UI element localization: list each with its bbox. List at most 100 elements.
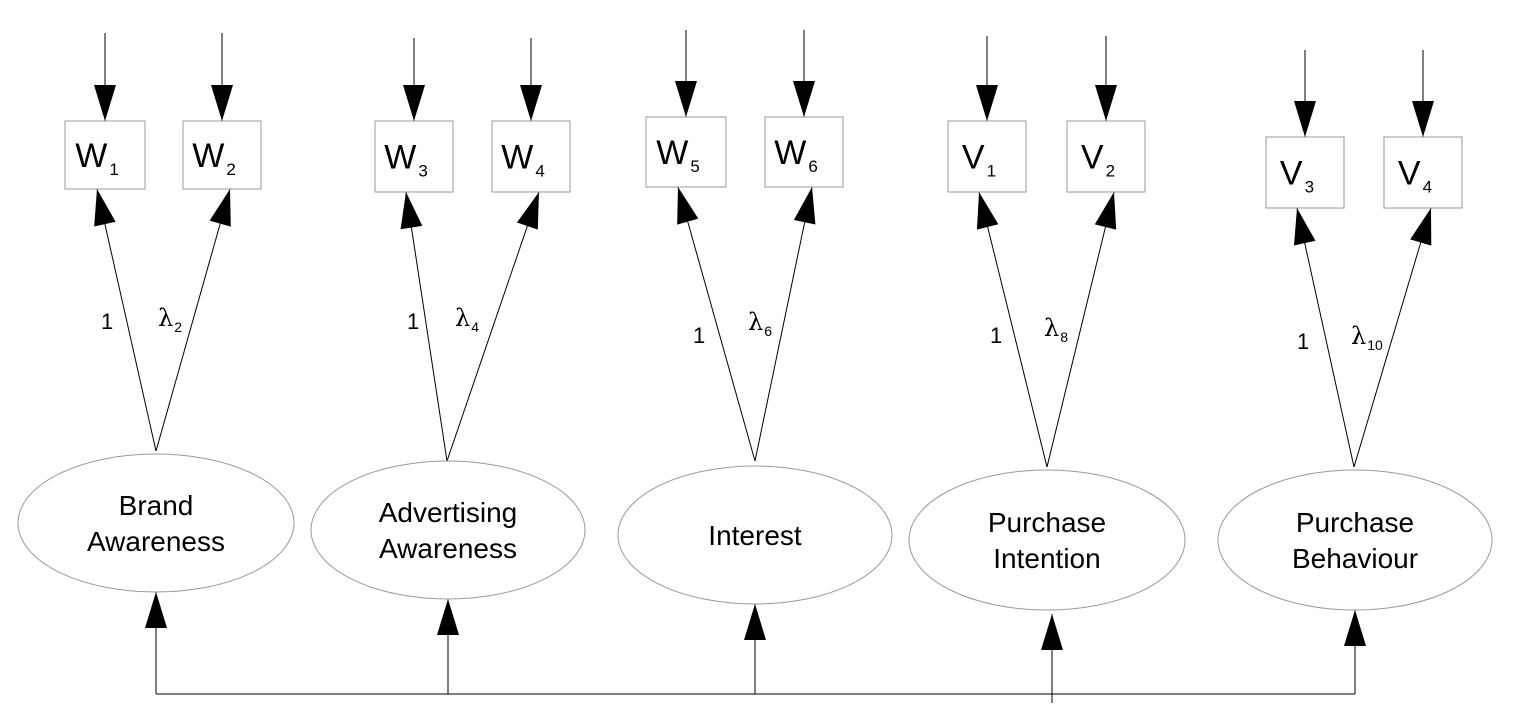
indicator-box-9 <box>1265 136 1345 209</box>
lambda-subscript: 6 <box>764 323 772 339</box>
lambda-subscript: 10 <box>1367 337 1383 353</box>
loading-line-6 <box>754 186 813 462</box>
indicator-box-6 <box>764 116 844 188</box>
loading-arrowhead-3 <box>400 192 423 230</box>
indicator-subscript: 2 <box>1106 162 1115 181</box>
lambda-subscript: 4 <box>471 319 479 335</box>
fixed-loading-label: 1 <box>990 323 1002 348</box>
indicator-box-3 <box>374 120 454 193</box>
loading-line-7 <box>978 191 1048 468</box>
indicator-box-7 <box>947 120 1027 193</box>
loading-line-10 <box>1353 207 1432 468</box>
indicator-subscript: 6 <box>808 157 817 176</box>
bus-arrowhead-2 <box>437 599 459 635</box>
indicator-letter: W <box>75 137 107 175</box>
error-arrowhead-4 <box>520 85 542 121</box>
error-arrowhead-10 <box>1412 101 1434 137</box>
indicator-letter: V <box>1398 155 1421 193</box>
lambda-subscript: 2 <box>174 319 182 335</box>
latent-label-line1: Purchase <box>988 507 1106 538</box>
latent-label-line2: Awareness <box>379 533 517 564</box>
lambda-symbol: λ <box>455 304 470 332</box>
loading-line-5 <box>677 186 756 462</box>
loading-arrowhead-4 <box>516 192 539 230</box>
latent-ellipse-3 <box>617 465 893 605</box>
loading-arrowhead-9 <box>1293 208 1316 246</box>
connector-lines <box>94 30 1434 703</box>
error-arrowhead-1 <box>94 85 116 121</box>
latent-label-line1: Brand <box>119 490 194 521</box>
lambda-label: λ8 <box>1044 314 1068 345</box>
indicator-box-5 <box>645 116 727 188</box>
indicator-letter: V <box>1081 139 1104 177</box>
bus-arrowhead-1 <box>145 592 167 628</box>
fixed-loading-label: 1 <box>1297 329 1309 354</box>
error-arrowhead-5 <box>675 81 697 117</box>
loading-arrowhead-10 <box>1410 208 1432 246</box>
indicator-subscript: 4 <box>535 162 544 181</box>
loading-line-1 <box>96 188 157 452</box>
latent-ellipse-1 <box>17 453 295 593</box>
loading-line-2 <box>155 188 231 452</box>
indicator-subscript: 2 <box>226 160 235 179</box>
indicator-letter: W <box>192 137 224 175</box>
lambda-label: λ10 <box>1351 322 1383 353</box>
latent-ellipse-5 <box>1217 469 1493 611</box>
indicator-subscript: 4 <box>1423 178 1432 197</box>
indicator-letter: W <box>501 139 533 177</box>
loading-arrowhead-8 <box>1094 192 1117 230</box>
loading-arrowhead-6 <box>793 187 816 225</box>
lambda-label: λ2 <box>158 304 182 335</box>
error-arrowhead-3 <box>403 85 425 121</box>
error-arrowhead-9 <box>1294 101 1316 137</box>
indicator-letter: W <box>774 134 806 172</box>
indicator-letter: V <box>1280 155 1303 193</box>
indicator-subscript: 3 <box>1305 178 1314 197</box>
indicator-box-8 <box>1066 120 1146 193</box>
indicator-letter: W <box>656 134 688 172</box>
loading-line-8 <box>1046 191 1115 468</box>
error-arrowhead-2 <box>211 85 233 121</box>
loading-line-9 <box>1296 207 1355 468</box>
error-arrowhead-6 <box>793 81 815 117</box>
latent-label-line1: Purchase <box>1296 507 1414 538</box>
lambda-symbol: λ <box>158 304 173 332</box>
latent-label-line2: Intention <box>993 543 1100 574</box>
loading-line-4 <box>446 191 540 462</box>
loading-arrowhead-1 <box>94 189 116 227</box>
indicator-letter: W <box>384 139 416 177</box>
fixed-loading-label: 1 <box>693 323 705 348</box>
latent-label-line2: Awareness <box>87 526 225 557</box>
loading-arrowhead-5 <box>677 187 699 225</box>
indicator-box-1 <box>64 120 146 190</box>
indicator-subscript: 1 <box>987 162 996 181</box>
lambda-label: λ4 <box>455 304 479 335</box>
lambda-symbol: λ <box>1044 314 1059 342</box>
lambda-subscript: 8 <box>1060 329 1068 345</box>
latent-label-line1: Advertising <box>379 497 518 528</box>
indicator-subscript: 5 <box>690 157 699 176</box>
lambda-symbol: λ <box>748 308 763 336</box>
bus-arrowhead-4 <box>1041 614 1063 650</box>
bus-arrowhead-5 <box>1344 610 1366 646</box>
latent-label-line2: Behaviour <box>1292 543 1418 574</box>
indicator-box-2 <box>182 120 262 190</box>
latent-ellipse-4 <box>908 469 1186 611</box>
bus-arrowhead-3 <box>744 604 766 640</box>
indicator-subscript: 3 <box>418 162 427 181</box>
lambda-label: λ6 <box>748 308 772 339</box>
latent-label-line1: Interest <box>708 520 802 551</box>
